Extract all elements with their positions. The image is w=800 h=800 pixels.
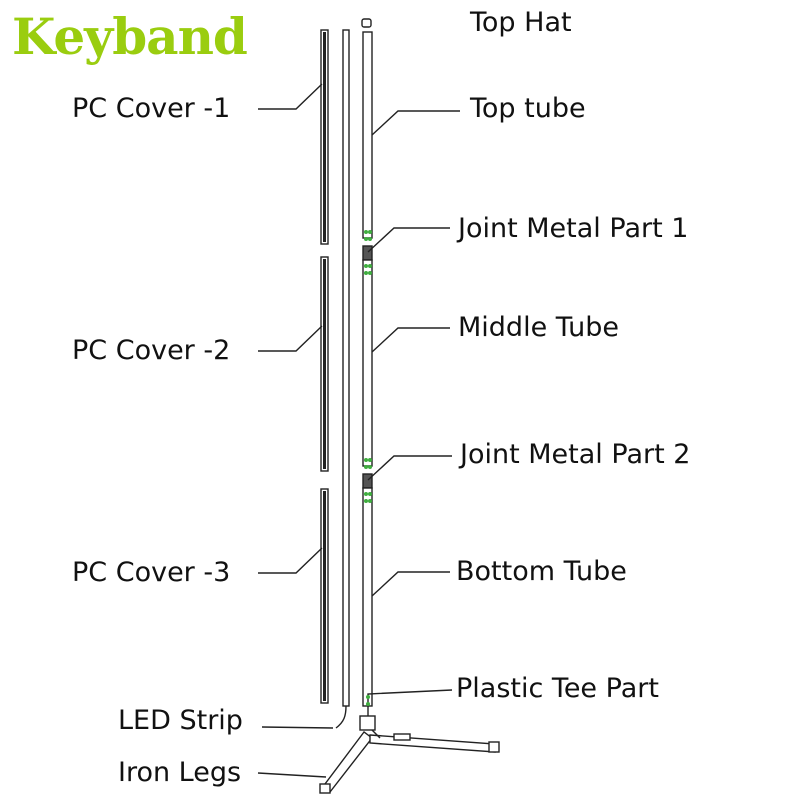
- label-top-hat: Top Hat: [470, 7, 572, 38]
- label-pc-cover-2: PC Cover -2: [72, 335, 231, 366]
- brand-logo: Keyband: [12, 7, 248, 66]
- pc-cover-1-part: [320, 29, 329, 245]
- label-middle-tube: Middle Tube: [458, 312, 620, 343]
- led-strip-part: [335, 29, 350, 729]
- pc-cover-2-part: [320, 256, 329, 472]
- label-joint-metal-1: Joint Metal Part 1: [458, 213, 689, 244]
- leader-plastic-tee: [367, 689, 453, 716]
- label-led-strip: LED Strip: [118, 705, 243, 736]
- top-hat-part: [361, 18, 372, 28]
- bottom-tube-part: [362, 487, 373, 707]
- top-tube-part: [362, 31, 373, 239]
- label-bottom-tube: Bottom Tube: [456, 556, 627, 587]
- label-plastic-tee: Plastic Tee Part: [456, 673, 659, 704]
- pc-cover-3-part: [320, 488, 329, 704]
- leader-joint-2: [367, 455, 452, 481]
- leader-bottom-tube: [371, 571, 450, 597]
- label-pc-cover-3: PC Cover -3: [72, 557, 231, 588]
- iron-legs-part: [319, 729, 500, 794]
- leader-middle-tube: [371, 327, 450, 353]
- label-top-tube: Top tube: [470, 93, 586, 124]
- joint-metal-2-part: [362, 473, 373, 489]
- joint-metal-1-part: [362, 245, 373, 261]
- label-joint-metal-2: Joint Metal Part 2: [460, 439, 691, 470]
- leader-pc-cover-2: [258, 325, 323, 352]
- label-iron-legs: Iron Legs: [118, 757, 242, 788]
- leader-pc-cover-3: [258, 547, 323, 574]
- accent-dots: [364, 230, 372, 706]
- leader-top-tube: [371, 110, 460, 136]
- label-pc-cover-1: PC Cover -1: [72, 93, 231, 124]
- leader-pc-cover-1: [258, 83, 323, 110]
- plastic-tee-part: [359, 715, 376, 731]
- leader-iron-legs: [257, 772, 327, 778]
- leader-led-strip: [261, 726, 334, 729]
- middle-tube-part: [362, 259, 373, 467]
- leader-joint-1: [367, 227, 450, 253]
